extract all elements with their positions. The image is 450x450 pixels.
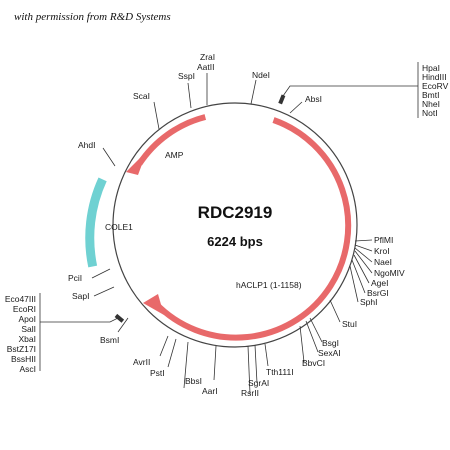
site-sspi: SspI [178,71,195,81]
pst-avr-leaders [159,335,177,368]
plasmid-name: RDC2919 [198,203,273,222]
site-scai: ScaI [133,91,150,101]
mcs-top-3: EcoRV [422,81,449,91]
site-ngomiv: NgoMIV [374,268,405,278]
scai-tick [153,101,160,130]
site-sapi: SapI [72,291,90,301]
site-ahdi: AhdI [78,140,96,150]
credit-text: with permission from R&D Systems [14,11,171,23]
amp-label: AMP [165,150,184,160]
site-zral: ZraI [200,52,215,62]
site-pcii: PciI [68,273,82,283]
tth111i-tick [264,343,269,367]
absi-tick [289,101,303,114]
stui-tick [329,299,341,323]
mcs-left-2: EcoRI [13,304,36,314]
insert-arrow-head [143,294,164,315]
mcs-left-1: Eco47III [5,294,36,304]
sspi-tick [187,82,192,109]
site-avrii: AvrII [133,357,150,367]
site-naei: NaeI [374,257,392,267]
site-rsrii: RsrII [241,388,259,398]
site-bsrgi: BsrGI [367,288,389,298]
insert-arrow-body [153,117,352,341]
mcs-left-3: ApoI [19,314,37,324]
bsmi-tick [117,317,129,333]
plasmid-size: 6224 bps [207,234,263,249]
site-sphi: SphI [360,297,378,307]
cole1-origin [85,177,107,268]
site-aatii: AatII [197,62,214,72]
site-tth111i: Tth111I [266,367,294,377]
mcs-left-6: BstZ17I [7,344,36,354]
cole1-label: COLE1 [105,222,133,232]
plasmid-backbone [112,102,358,348]
mcs-left-leader [40,317,119,323]
site-bbvci: BbvCI [302,358,325,368]
site-absi: AbsI [305,94,322,104]
mcs-top-1: HpaI [422,63,440,73]
site-bsmi: BsmI [100,335,119,345]
site-kroi: KroI [374,246,390,256]
site-stui: StuI [342,319,357,329]
site-psti: PstI [150,368,165,378]
ndei-tick [250,79,257,105]
mcs-top-5: NheI [422,99,440,109]
ahdi-tick [102,147,116,167]
pcii-tick [91,268,111,279]
mcs-left-4: SalI [21,324,36,334]
mcs-left-7: BssHII [11,354,36,364]
site-bsgi: BsgI [322,338,339,348]
mcs-top-2: HindIII [422,72,447,82]
site-sexai: SexAI [318,348,341,358]
mcs-left-marker [114,313,125,323]
site-pfimi: PflMI [374,235,393,245]
sapi-tick [93,286,115,297]
site-aari: AarI [202,386,218,396]
mcs-top-marker [278,94,286,105]
mcs-left-8: AscI [19,364,36,374]
mcs-left-5: XbaI [19,334,37,344]
amp-arrow-head [126,151,147,175]
insert-label: hACLP1 (1-1158) [236,280,302,290]
right-cluster-leaders [349,239,373,303]
lower-right-leaders [299,317,323,363]
mcs-top-leader [282,85,418,97]
mcs-top-6: NotI [422,108,438,118]
site-bbsi: BbsI [185,376,202,386]
site-sgrai: SgrAI [248,378,269,388]
site-agei: AgeI [371,278,389,288]
bottom-leaders [183,341,258,395]
mcs-top-4: BmtI [422,90,439,100]
site-ndei: NdeI [252,70,270,80]
